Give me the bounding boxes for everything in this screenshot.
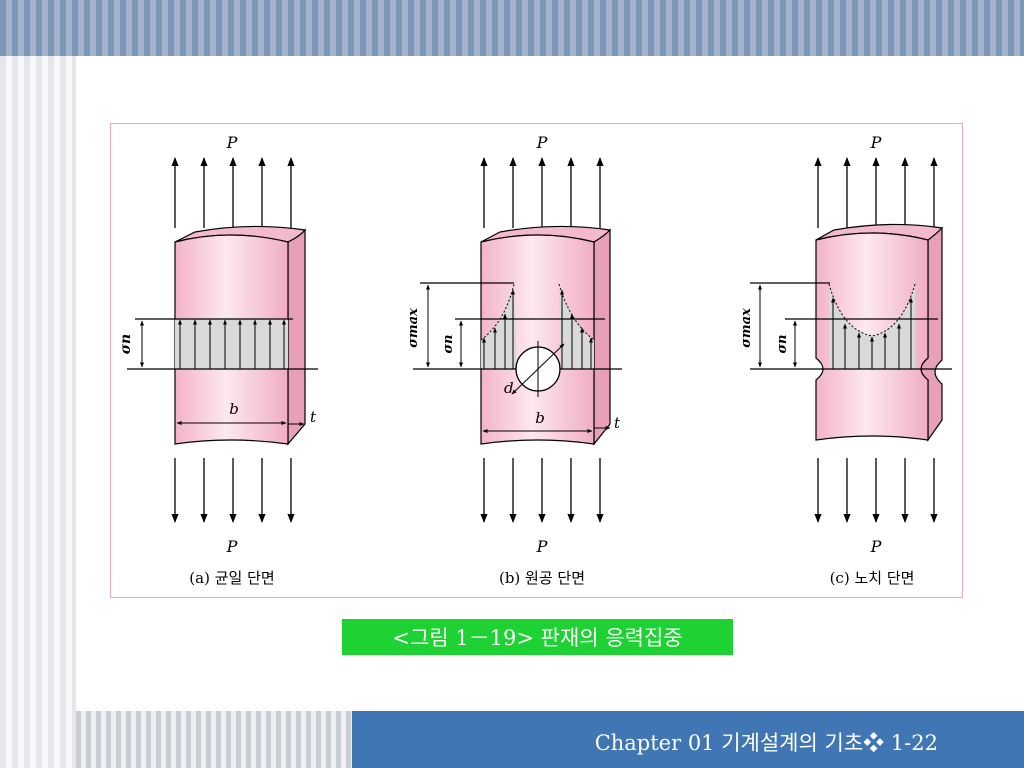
panel-c-notch: P σmax σn (739, 133, 952, 587)
figure-caption: <그림 1－19> 판재의 응력집중 (342, 619, 733, 655)
hole-diameter-label: d (504, 379, 514, 397)
sigma-n-label-a: σn (118, 334, 134, 355)
plate-b (480, 234, 595, 445)
thickness-label-b: t (614, 414, 621, 432)
sub-caption-c: (c) 노치 단면 (830, 569, 915, 587)
left-decoration-band (0, 56, 76, 768)
stress-block-a (175, 319, 288, 369)
sigma-n-label-b: σn (441, 334, 456, 353)
top-decoration-band (0, 0, 1024, 56)
width-label-a: b (229, 400, 239, 418)
bottom-decoration-stripes (76, 711, 352, 768)
sigma-max-label-c: σmax (739, 308, 754, 348)
sigma-n-label-c: σn (775, 334, 790, 353)
sigma-max-label-b: σmax (406, 308, 421, 348)
load-label-top-b: P (536, 133, 548, 152)
panel-b-hole: P d (406, 133, 622, 587)
load-label-bottom-c: P (870, 537, 882, 556)
panel-a-uniform: P σn b t (118, 133, 318, 587)
plate-side-a (287, 228, 306, 446)
thickness-label-a: t (310, 408, 317, 426)
load-label-bottom-a: P (226, 537, 238, 556)
sub-caption-a: (a) 균일 단면 (189, 569, 274, 587)
load-label-bottom-b: P (536, 537, 548, 556)
plate-side-b (593, 228, 611, 446)
footer-chapter-label: Chapter 01 기계설계의 기초❖ 1-22 (594, 731, 938, 755)
load-label-top-a: P (226, 133, 238, 152)
load-label-top-c: P (870, 133, 882, 152)
footer-bar (352, 711, 1024, 768)
sub-caption-b: (b) 원공 단면 (499, 569, 585, 587)
width-label-b: b (535, 409, 545, 427)
